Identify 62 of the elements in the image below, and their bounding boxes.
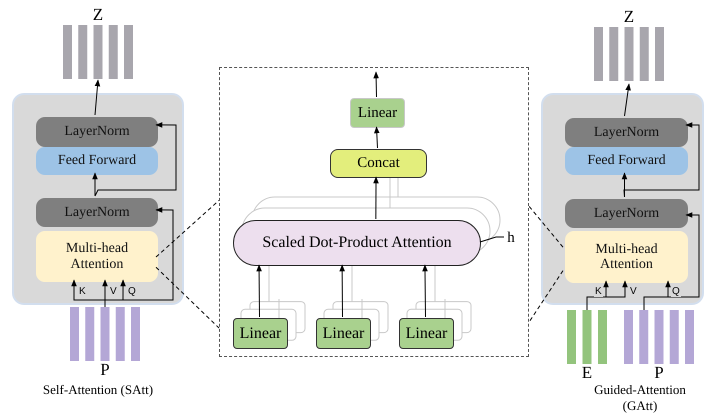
encoder-panel [12,93,184,305]
zoom-line [156,200,220,258]
head-count-label: h [507,230,515,246]
box-label: Scaled Dot-Product Attention [262,234,452,252]
attention-box [36,231,158,282]
layernorm-box [36,117,158,147]
attention-pill [233,220,481,266]
leader-line [480,236,504,242]
linear-box [399,318,454,349]
vector-label: P [654,364,664,383]
feed-forward-box [36,147,158,175]
vector-label: E [582,364,592,383]
zoom-frame [219,67,529,357]
linear-box [233,318,288,349]
arrow [373,176,379,220]
arrow [644,212,700,310]
arrow [624,83,631,116]
zoom-line [156,266,220,328]
edge-label: Q [671,287,681,297]
box-label: Linear [358,104,398,122]
vector-label: Z [624,8,634,27]
arrow [94,79,100,116]
linear-box [350,98,405,128]
box-label: Linear [406,324,448,342]
edge-label: K [78,287,87,297]
arrow [256,264,262,318]
edge-label: V [109,287,118,297]
edge-label: Q [127,287,137,297]
vector-label: P [100,361,110,380]
box-label: LayerNorm [64,124,130,140]
arrow [94,122,176,196]
arrow [339,264,345,318]
linear-box [316,318,371,349]
edge-label: K [594,287,603,297]
box-label: Feed Forward [587,153,666,169]
arrow [374,126,380,148]
encoder-panel [541,93,704,305]
box-label: LayerNorm [594,206,660,222]
box-label: Linear [322,324,364,342]
layernorm-box [565,118,688,147]
zoom-line [528,270,564,323]
attention-box [565,231,688,283]
box-label: Linear [240,324,282,342]
box-label: LayerNorm [594,124,660,140]
layernorm-box [565,199,688,228]
arrow [623,122,700,198]
zoom-line [528,206,564,248]
box-label: Multi-head Attention [594,242,659,272]
caption: Self-Attention (SAtt) [42,382,154,398]
arrow [92,172,98,196]
feed-forward-box [565,147,688,175]
arrow [373,71,379,98]
vector-label: Z [92,6,104,25]
concat-box [330,149,427,178]
edge-label: V [629,287,638,297]
caption: Guided-Attention (GAtt) [593,382,687,414]
box-label: LayerNorm [64,204,130,220]
arrow [422,264,428,318]
box-label: Concat [357,155,400,172]
layernorm-box [36,198,158,227]
box-label: Feed Forward [58,153,136,169]
box-label: Multi-head Attention [64,241,130,272]
